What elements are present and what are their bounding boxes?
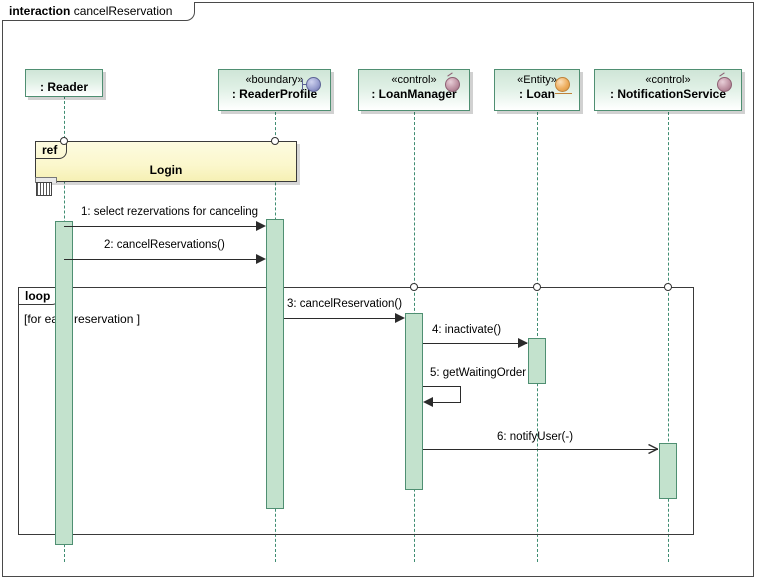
activation-readerprofile [266,219,284,509]
frame-keyword: interaction [9,4,71,18]
control-icon-notificationservice [717,77,732,92]
message-line-5-top [423,386,461,387]
lifeline-stereotype-notificationservice: «control» [645,74,691,86]
lifeline-stereotype-loanmanager: «control» [391,74,437,86]
activation-reader [55,221,73,545]
boundary-icon [302,77,321,92]
message-label-1: 1: select rezervations for canceling [81,206,259,218]
activation-loan [528,338,546,384]
message-arrowhead-6 [648,444,658,454]
fragment-loop: loop [for each reservation ] [18,287,694,535]
message-arrowhead-2 [256,254,266,264]
message-line-3 [284,318,403,319]
activation-loanmanager [405,313,423,490]
lifeline-name-reader: : Reader [39,80,89,94]
message-label-2: 2: cancelReservations() [104,239,225,251]
fragment-ref-login[interactable]: ref Login [35,141,297,182]
message-arrowhead-5 [423,397,433,407]
message-line-4 [423,343,527,344]
lifeline-head-notificationservice[interactable]: «control» : NotificationService [594,69,742,111]
message-line-6 [423,449,658,450]
message-arrowhead-1 [256,221,266,231]
message-arrowhead-3 [395,313,405,323]
ref-icon-frame [35,177,57,183]
lifeline-head-loanmanager[interactable]: «control» : LoanManager [358,69,470,111]
interaction-frame-label: interaction cancelReservation [2,2,196,21]
lifeline-line-notificationservice [668,112,669,562]
message-line-5-bottom [433,402,461,403]
fragment-ref-title: Login [149,163,183,177]
message-line-2 [64,259,264,260]
fragment-ref-operator: ref [36,142,68,159]
message-label-5: 5: getWaitingOrder [430,367,527,379]
message-label-3: 3: cancelReservation() [287,298,403,310]
message-line-5-side [460,386,461,402]
control-icon-loanmanager [445,77,460,92]
loop-gate-loan [533,283,541,291]
lifeline-stereotype-loan: «Entity» [517,74,557,86]
loop-gate-notification [664,283,672,291]
lifeline-name-loan: : Loan [519,87,555,101]
message-label-6: 6: notifyUser(-) [497,431,574,443]
message-label-4: 4: inactivate() [432,324,502,336]
entity-icon [555,77,572,94]
lifeline-head-reader[interactable]: : Reader [25,69,103,97]
activation-notificationservice [659,443,677,499]
lifeline-name-notificationservice: : NotificationService [609,87,727,101]
ref-gate-readerprofile [271,137,279,145]
message-arrowhead-4 [518,338,528,348]
message-line-1 [64,226,264,227]
ref-gate-reader [60,137,68,145]
loop-gate-loanmanager [410,283,418,291]
lifeline-name-readerprofile: : ReaderProfile [231,87,318,101]
frame-name: cancelReservation [73,4,173,18]
lifeline-head-readerprofile[interactable]: «boundary» : ReaderProfile [218,69,331,111]
lifeline-head-loan[interactable]: «Entity» : Loan [494,69,580,111]
lifeline-line-loan [537,112,538,562]
lifeline-stereotype-readerprofile: «boundary» [245,74,304,86]
lifeline-name-loanmanager: : LoanManager [371,87,457,101]
fragment-loop-guard: [for each reservation ] [24,312,141,326]
ref-occurrence-icon [36,182,52,196]
